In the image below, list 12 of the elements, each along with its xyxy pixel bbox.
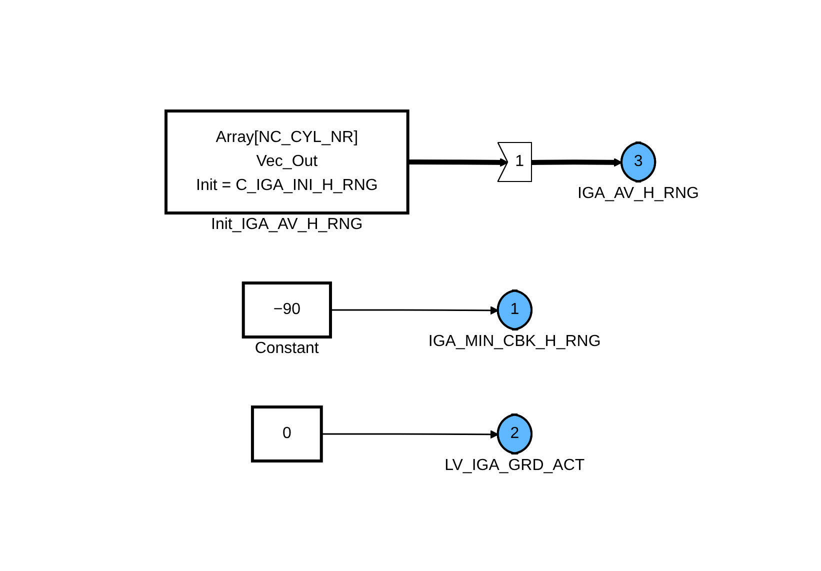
arrow [330,306,499,314]
block-caption: Constant [254,340,319,358]
block-caption: Init_IGA_AV_H_RNG [211,216,363,234]
block-caption: IGA_MIN_CBK_H_RNG [428,332,601,351]
arrow [532,158,622,166]
arrow [321,430,499,438]
arrow [408,158,508,166]
node-box: −90 [242,281,332,338]
node-box: Array[NC_CYL_NR] Vec_Out Init = C_IGA_INI_H_RNG [164,109,410,214]
block-caption: IGA_AV_H_RNG [578,184,699,203]
block-caption: LV_IGA_GRD_ACT [444,456,585,475]
node-box: 0 [250,405,323,462]
